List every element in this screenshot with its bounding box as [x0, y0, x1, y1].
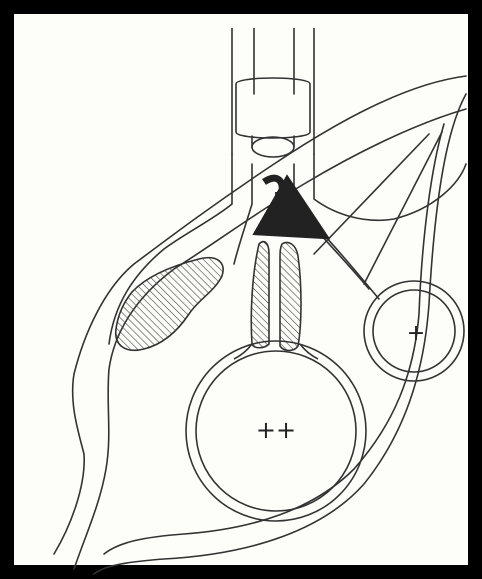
right-diagonal-line-2	[364, 132, 442, 284]
label-large-alveolus: ++	[256, 416, 296, 444]
label-small-alveolus: +	[407, 321, 425, 346]
tube-opening	[252, 137, 294, 157]
hatched-bronchus-left	[251, 242, 269, 348]
airway-right-branch	[314, 154, 466, 220]
tube-body	[236, 78, 310, 138]
hatched-bronchus-right	[280, 243, 301, 351]
lung-diagram: ++ +	[28, 28, 482, 579]
hatched-region-left	[116, 258, 223, 351]
bronchus-left-wall	[234, 164, 252, 264]
right-diagonal-line	[314, 134, 429, 254]
